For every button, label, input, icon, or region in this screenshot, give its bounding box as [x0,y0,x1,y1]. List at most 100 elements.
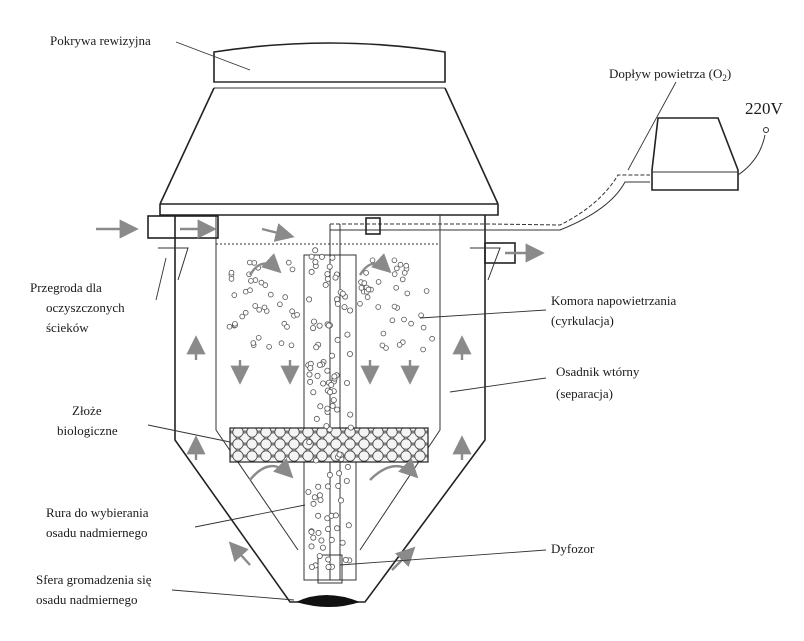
air-bubble [325,526,332,533]
label-settler-1: Osadnik wtórny [556,364,640,379]
air-bubbles [226,247,435,571]
air-bubble [288,342,295,349]
air-bubble [228,276,235,282]
air-bubble [277,301,283,308]
air-bubble [310,534,317,541]
air-bubble [289,308,295,315]
air-bubble [347,424,354,431]
air-bubble [393,265,400,272]
air-bubble [334,300,341,307]
air-bubble [316,492,323,499]
air-bubble [332,512,339,519]
air-bubble [343,379,350,386]
air-bubble [311,494,318,501]
air-bubble [258,279,265,286]
label-pipe-2: osadu nadmiernego [46,525,147,540]
air-bubble [255,334,262,341]
air-bubble [324,405,331,412]
air-bubble [306,439,313,446]
air-bubble [365,286,372,293]
air-bubble [358,285,365,291]
air-bubble [397,261,404,268]
air-bubble [336,470,343,477]
air-bubble [226,323,233,330]
air-bubble [312,258,319,265]
tank-body [159,204,499,603]
air-bubble [325,322,332,329]
air-bubble [324,515,331,522]
label-aeration-1: Komora napowietrzania [551,293,676,308]
label-pipe-1: Rura do wybierania [46,505,149,520]
air-bubble [328,536,335,543]
air-bubble [324,367,331,374]
air-bubble [313,344,320,351]
air-bubble [341,304,348,311]
air-bubble [278,340,285,347]
air-bubble [310,389,317,396]
air-bubble [318,253,325,260]
air-bubble [307,365,314,372]
air-bubble [329,254,336,261]
inlet-pipe [96,215,219,239]
air-bubble [242,309,249,316]
air-bubble [320,380,327,387]
air-bubble [363,270,369,276]
label-sphere-2: osadu nadmiernego [36,592,137,607]
air-bubble [329,352,336,359]
air-bubble [375,279,382,285]
label-sphere-1: Sfera gromadzenia się [36,572,152,587]
air-bubble [282,294,289,300]
air-bubble [324,275,331,282]
air-bubble [331,373,338,380]
air-bubble [328,381,335,388]
air-bubble [308,528,315,535]
air-bubble [306,371,313,378]
air-bubble [314,372,321,379]
air-bubble [261,304,268,311]
air-bubble [247,287,253,294]
tank-neck [159,87,499,205]
label-voltage: 220V [745,99,784,118]
air-bubble [266,343,272,350]
outlet-pipe [484,242,545,264]
air-bubble [334,336,341,343]
air-bubble [312,247,319,254]
inspection-lid [213,42,446,89]
air-bubble [232,320,238,327]
sludge-pipe [303,254,357,581]
air-bubble [364,294,371,300]
air-bubble [342,556,349,563]
air-bubble [252,277,259,283]
air-bubble [318,537,325,544]
air-bubble [315,483,322,490]
label-baffle-3: ścieków [46,320,89,335]
air-bubble [247,259,253,266]
air-bubble [284,324,290,330]
air-bubble [429,335,435,342]
air-bubble [391,271,398,277]
air-compressor [651,117,769,191]
air-bubble [329,402,336,409]
air-bubble [334,525,341,532]
air-bubble [294,311,300,318]
air-bubble [310,500,317,507]
air-bubble [393,284,400,291]
air-bubble [344,331,351,338]
treated-wastewater-baffle [158,247,501,281]
air-bubble [343,477,350,484]
air-bubble [336,451,343,458]
air-bubble [315,529,322,536]
air-bubble [379,342,386,349]
diffuser [317,554,343,584]
air-bubble [391,257,398,264]
air-bubble [231,292,238,298]
air-bubble [307,378,314,385]
air-bubble [308,564,315,571]
air-bubble [380,330,387,337]
air-bubble [248,278,254,284]
air-bubble [256,306,263,313]
air-bubble [345,522,352,529]
air-bubble [324,271,331,278]
air-bubble [289,266,296,273]
air-bubble [315,512,322,519]
